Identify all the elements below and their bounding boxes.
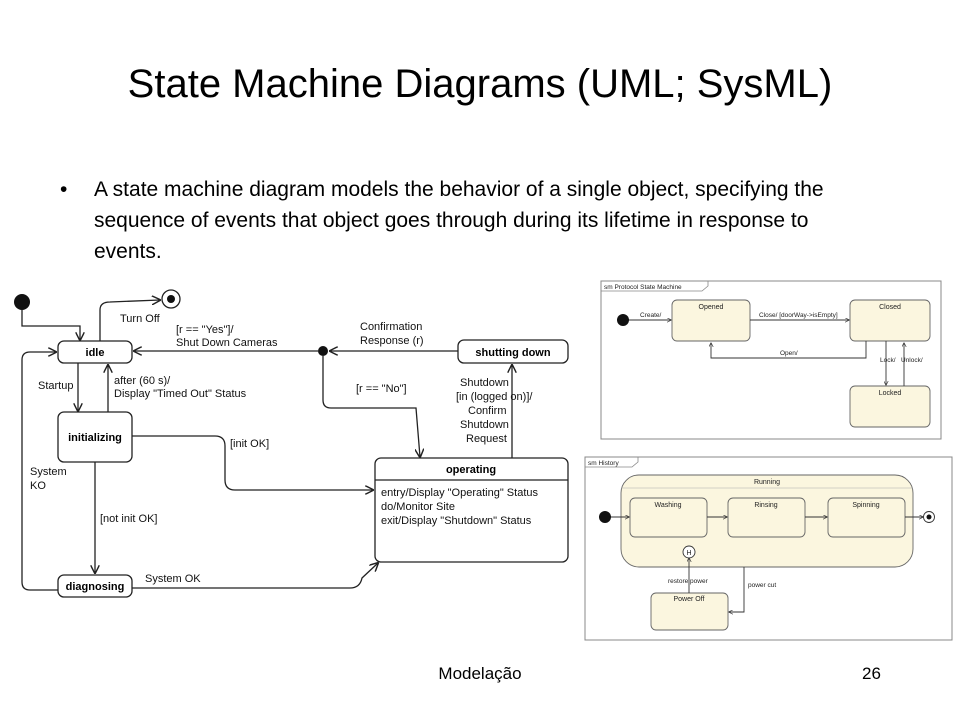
edge-turn-off [99, 300, 160, 341]
label-confirmation: Confirmation [360, 321, 422, 333]
label-shutdown-confirm: Confirm [468, 405, 507, 417]
edge-power-cut [729, 567, 745, 612]
state-initializing-label: initializing [68, 432, 122, 444]
history-marker: H [686, 550, 691, 557]
history-frame-label: sm History [588, 460, 619, 467]
edge-initial-idle [21, 310, 80, 340]
protocol-state-machine [600, 280, 942, 440]
state-diagnosing [57, 574, 133, 598]
label-shutdown-shutdown: Shutdown [460, 419, 509, 431]
label-startup: Startup [38, 380, 73, 392]
label-shutdown: Shutdown [460, 377, 509, 389]
history-frame-tab [585, 457, 639, 468]
label-after: after (60 s)/ [114, 375, 171, 387]
history-final-inner [926, 514, 932, 520]
label-shutdown-request: Request [466, 433, 507, 445]
state-washing [629, 497, 708, 538]
protocol-frame-tab [601, 281, 709, 292]
bullet-point: • A state machine diagram models the beh… [60, 174, 860, 267]
state-shutting-down-label: shutting down [475, 347, 550, 359]
state-idle [57, 340, 133, 364]
label-lock: Lock/ [880, 357, 896, 364]
label-turn-off: Turn Off [120, 313, 161, 325]
state-washing-label: Washing [655, 502, 682, 509]
edge-init-ok [132, 435, 373, 490]
bullet-text: A state machine diagram models the behav… [94, 178, 824, 263]
label-system-ko-2: KO [30, 480, 46, 492]
label-system-ko: System [30, 466, 67, 478]
state-idle-label: idle [86, 347, 105, 359]
label-confirmation-response: Response (r) [360, 335, 424, 347]
state-operating-label: operating [446, 464, 496, 476]
footer-text: Modelação [438, 664, 522, 683]
operating-action: exit/Display "Shutdown" Status [381, 515, 532, 527]
label-open: Open/ [780, 350, 798, 357]
label-yes-guard: [r == "Yes"]/ [176, 324, 234, 336]
protocol-initial-state [617, 314, 629, 326]
edge-open [711, 341, 867, 359]
state-opened [671, 299, 751, 342]
label-init-ok: [init OK] [230, 438, 269, 450]
label-yes-action: Shut Down Cameras [176, 337, 278, 349]
label-close: Close/ [doorWay->isEmpty] [759, 312, 838, 319]
state-rinsing-label: Rinsing [754, 502, 777, 509]
label-restore-power: restore power [668, 578, 709, 585]
label-timed-out: Display "Timed Out" Status [114, 388, 247, 400]
final-state-inner [167, 295, 175, 303]
label-system-ok: System OK [145, 573, 201, 585]
initial-state [14, 294, 30, 310]
state-diagnosing-label: diagnosing [66, 581, 125, 593]
choice-junction [318, 346, 328, 356]
slide-title: State Machine Diagrams (UML; SysML) [127, 62, 833, 106]
history-pseudostate [682, 545, 696, 559]
history-state-machine [584, 456, 953, 641]
state-locked-label: Locked [879, 390, 902, 397]
label-no-guard: [r == "No"] [356, 383, 407, 395]
protocol-frame-label: sm Protocol State Machine [604, 284, 682, 291]
history-initial-state [599, 511, 611, 523]
state-opened-label: Opened [699, 304, 724, 311]
state-power-off-label: Power Off [674, 596, 705, 603]
bullet-marker: • [60, 178, 68, 201]
state-power-off [650, 592, 729, 631]
state-rinsing [727, 497, 806, 538]
edge-system-ok [132, 563, 378, 589]
state-locked [849, 385, 931, 428]
state-closed-label: Closed [879, 304, 901, 311]
label-unlock: Unlock/ [901, 357, 923, 364]
label-power-cut: power cut [748, 582, 776, 589]
page-number: 26 [862, 664, 881, 683]
state-spinning [827, 497, 906, 538]
state-closed [849, 299, 931, 342]
composite-running-label: Running [754, 479, 780, 486]
edge-system-ko [21, 352, 58, 591]
state-operating [374, 457, 569, 563]
operating-action: do/Monitor Site [381, 501, 455, 513]
edge-no [322, 356, 420, 457]
main-state-diagram [14, 289, 569, 598]
label-shutdown-guard: [in (logged on)]/ [456, 391, 533, 403]
label-create: Create/ [640, 312, 662, 319]
operating-action: entry/Display "Operating" Status [381, 487, 538, 499]
state-spinning-label: Spinning [852, 502, 879, 509]
label-not-init-ok: [not init OK] [100, 513, 157, 525]
